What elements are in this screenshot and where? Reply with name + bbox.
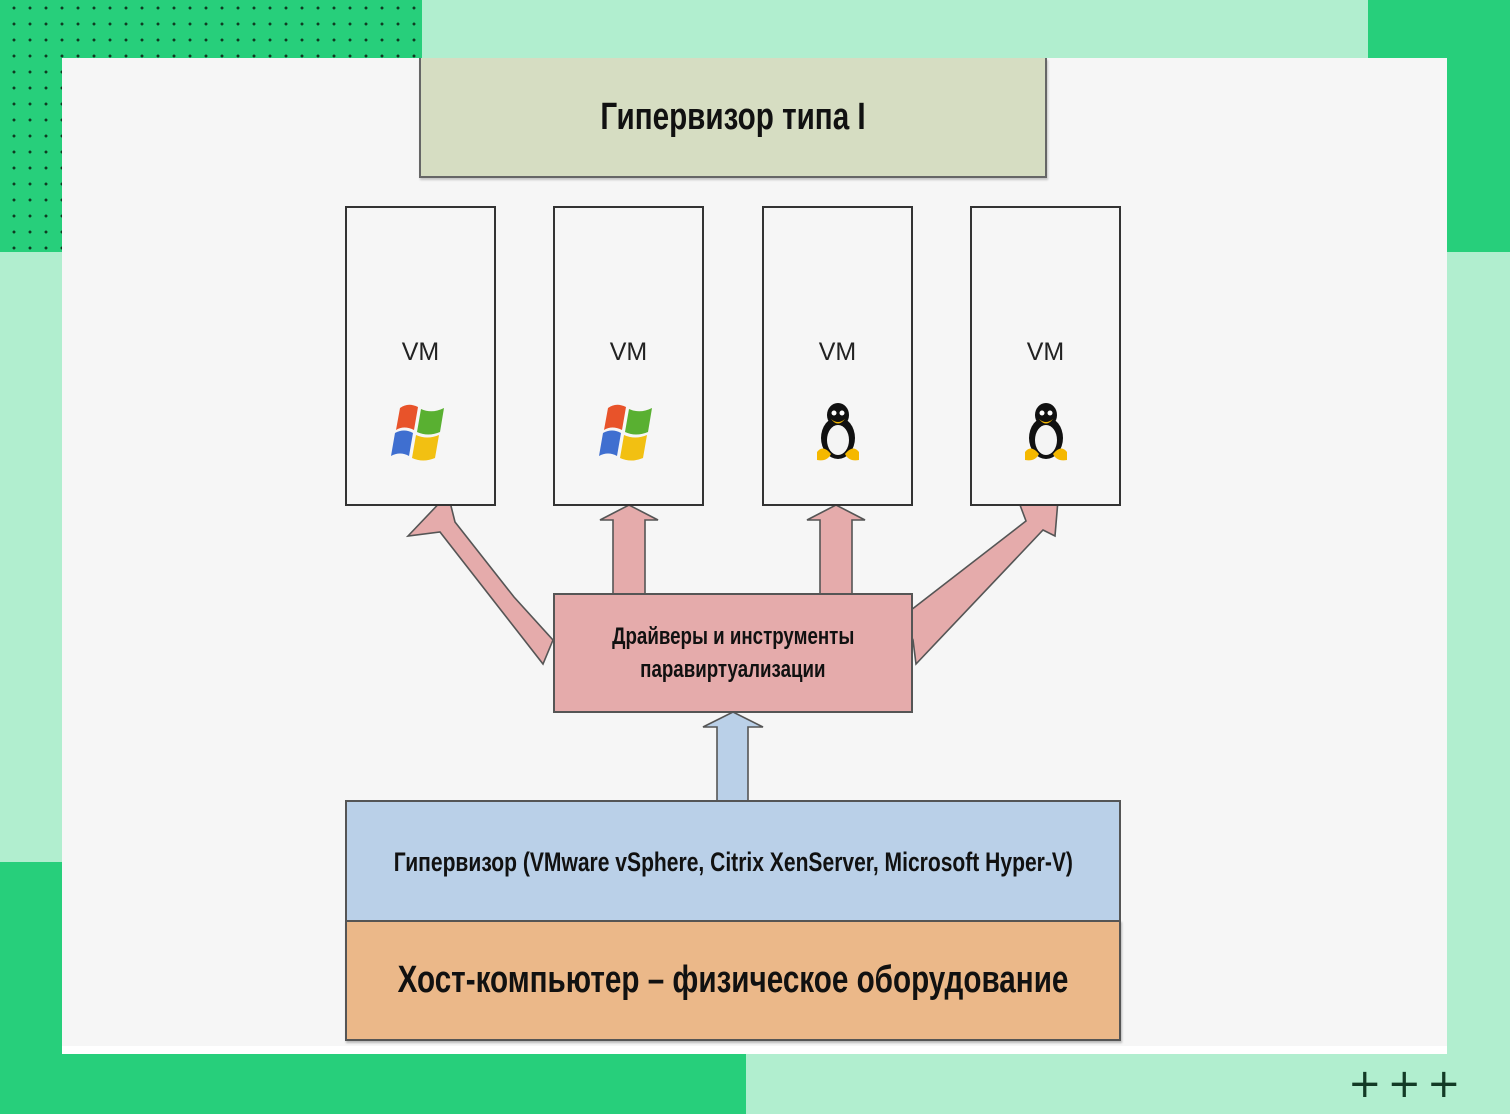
arrow-to-vm-1 — [405, 492, 554, 666]
windows-logo-icon — [390, 404, 444, 461]
frame-top-band — [422, 0, 1368, 58]
paravirt-line-1: Драйверы и инструменты — [611, 623, 855, 650]
paravirtualization-box: Драйверы и инструменты паравиртуализации — [553, 593, 913, 713]
slide-bottom-edge — [62, 1046, 1447, 1054]
linux-tux-icon — [816, 403, 859, 461]
hypervisor-layer-box: Гипервизор (VMware vSphere, Citrix XenSe… — [345, 800, 1121, 922]
frame-left-band — [0, 252, 62, 862]
vm-label: VM — [609, 338, 648, 366]
frame-bottom-right-band — [746, 1054, 1510, 1114]
frame-right-band — [1447, 252, 1510, 1114]
arrow-hypervisor-to-paravirt — [702, 711, 764, 803]
hypervisor-label: Гипервизор (VMware vSphere, Citrix XenSe… — [393, 846, 1073, 877]
vm-box: VM — [970, 206, 1121, 506]
host-hardware-layer-box: Хост-компьютер – физическое оборудование — [345, 920, 1121, 1041]
arrow-to-vm-3 — [806, 504, 866, 595]
windows-logo-icon — [598, 404, 652, 461]
vm-box: VM — [345, 206, 496, 506]
vm-label: VM — [401, 338, 440, 366]
linux-tux-icon — [1024, 403, 1067, 461]
decorative-plus-marks: +++ — [1348, 1061, 1467, 1107]
vm-box: VM — [553, 206, 704, 506]
arrow-to-vm-2 — [599, 504, 659, 595]
vm-label: VM — [818, 338, 857, 366]
arrow-to-vm-4 — [900, 496, 1059, 666]
vm-label: VM — [1026, 338, 1065, 366]
vm-box: VM — [762, 206, 913, 506]
hypervisor-type1-title-box: Гипервизор типа I — [419, 58, 1047, 178]
diagram-title: Гипервизор типа I — [600, 95, 866, 138]
paravirt-line-2: паравиртуализации — [640, 656, 826, 683]
host-label: Хост-компьютер – физическое оборудование — [397, 959, 1069, 1001]
